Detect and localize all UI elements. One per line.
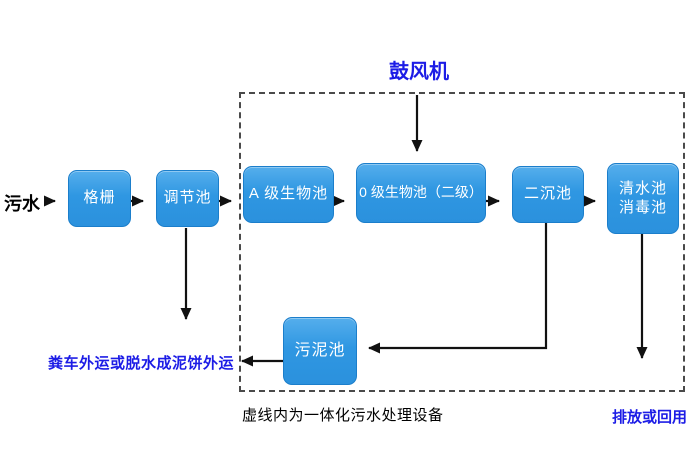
node-grid: 格栅 [68, 170, 131, 227]
sludge-disposal-label: 粪车外运或脱水成泥饼外运 [48, 355, 235, 372]
node-sludge-tank-label: 污泥池 [294, 342, 346, 359]
node-clear-water-disinfection-tank: 清水池 消毒池 [607, 163, 679, 234]
node-regulating-tank-label: 调节池 [163, 189, 212, 207]
node-a-bio-tank: A 级生物池 [243, 166, 334, 223]
node-secondary-sedimentation-tank-label: 二沉池 [523, 185, 572, 203]
node-grid-label: 格栅 [83, 189, 116, 207]
node-secondary-sedimentation-tank: 二沉池 [512, 166, 584, 223]
integrated-equipment-dashed-boundary [239, 92, 685, 392]
blower-label: 鼓风机 [389, 61, 449, 83]
node-sludge-tank: 污泥池 [283, 317, 357, 385]
node-o-bio-tank: 0 级生物池（二级） [356, 163, 486, 223]
node-clear-water-tank-line2: 消毒池 [618, 198, 667, 216]
dashed-box-caption: 虚线内为一体化污水处理设备 [242, 407, 444, 424]
node-a-bio-tank-label: A 级生物池 [248, 185, 329, 203]
sewage-inlet-label: 污水 [4, 194, 40, 214]
discharge-reuse-label: 排放或回用 [612, 409, 688, 426]
node-o-bio-tank-label: 0 级生物池（二级） [359, 184, 483, 201]
node-regulating-tank: 调节池 [156, 170, 219, 227]
node-clear-water-tank-line1: 清水池 [618, 179, 667, 197]
